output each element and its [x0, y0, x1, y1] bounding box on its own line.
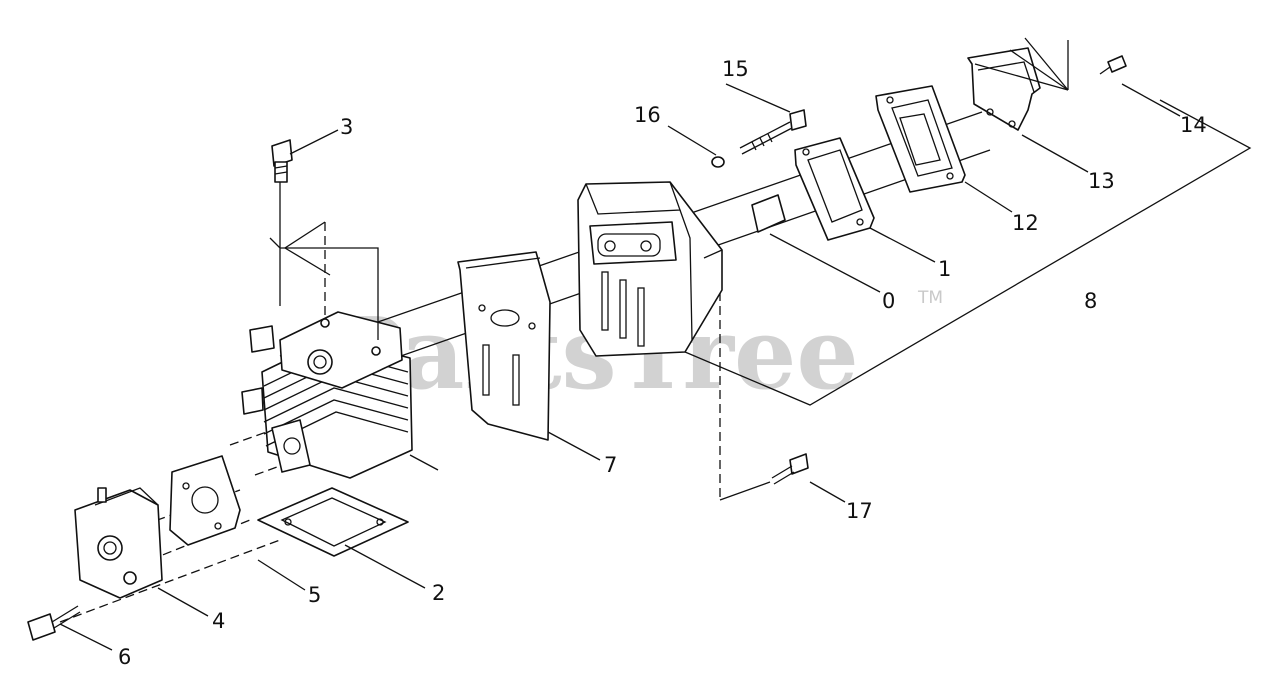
callout-15: 15: [722, 57, 749, 81]
callout-17: 17: [846, 499, 873, 523]
heat-shield-7: [457, 251, 551, 441]
watermark-trademark: TM: [917, 288, 943, 308]
callout-5: 5: [308, 583, 321, 607]
callout-14: 14: [1180, 113, 1207, 137]
cover-guides: [974, 37, 1069, 91]
cylinder: [241, 311, 413, 479]
screw-14: [1099, 55, 1127, 75]
screw-3-guides: [269, 178, 379, 340]
screen-12: [875, 85, 966, 193]
bolt-15: [739, 109, 807, 155]
intake-adapter: [74, 487, 163, 599]
gasket-2: [257, 487, 409, 557]
callout-1: 1: [938, 257, 951, 281]
callout-7: 7: [604, 453, 617, 477]
callout-8: 8: [1084, 289, 1097, 313]
leader-lines: [59, 83, 1181, 651]
cover-13: [967, 47, 1041, 131]
callout-13: 13: [1088, 169, 1115, 193]
callout-12: 12: [1012, 211, 1039, 235]
gasket-5: [169, 455, 241, 546]
callout-0: 0: [882, 289, 895, 313]
callout-4: 4: [212, 609, 225, 633]
callout-6: 6: [118, 645, 131, 669]
screw-17: [771, 453, 809, 485]
gasket-1: [751, 137, 875, 241]
callout-3: 3: [340, 115, 353, 139]
screw-6: [27, 605, 81, 641]
washer-16: [711, 156, 725, 168]
screw-3: [271, 139, 293, 183]
bracket-item-8: [644, 99, 1252, 406]
muffler-body: [577, 181, 723, 357]
callout-16: 16: [634, 103, 661, 127]
callouts: 3 4 6 5 2 7 15 16 14 13 12 1 0 8 17: [118, 57, 1207, 669]
callout-2: 2: [432, 581, 445, 605]
